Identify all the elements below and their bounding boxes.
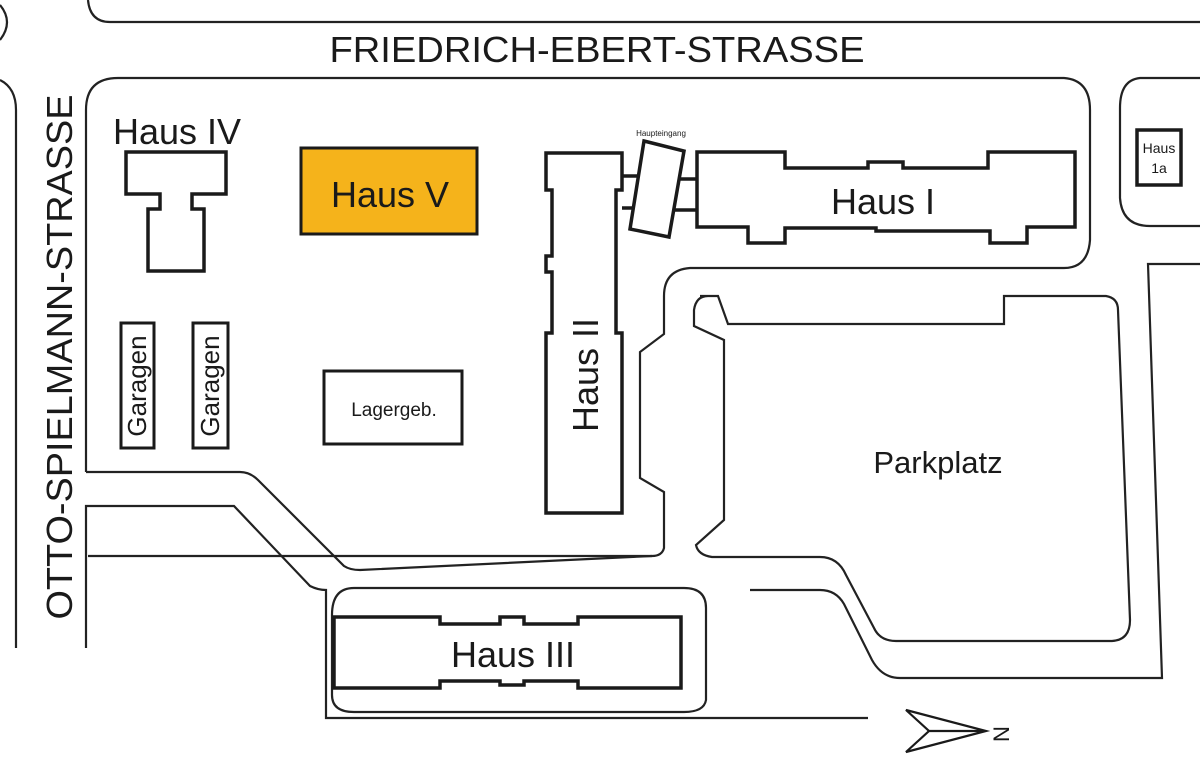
compass-north-arrow: N [905, 708, 1014, 754]
building-garage-1[interactable] [119, 321, 156, 450]
label-haus-i: Haus I [831, 181, 935, 222]
building-haus-v[interactable] [299, 146, 479, 236]
haus-iii-block [330, 586, 708, 714]
label-haus-1a-line2: 1a [1151, 160, 1167, 176]
road-edge-top [86, 0, 1200, 24]
building-haus-ii[interactable] [544, 151, 624, 515]
south-drive [750, 262, 1200, 680]
label-haus-iii: Haus III [451, 634, 575, 675]
road-edge-left-outer [0, 79, 18, 648]
label-haus-ii: Haus II [565, 318, 606, 432]
label-haus-iv: Haus IV [113, 111, 241, 152]
courtyard-edge [86, 470, 653, 572]
label-parkplatz: Parkplatz [873, 445, 1002, 480]
label-garage-2: Garagen [195, 335, 225, 436]
building-haus-1a[interactable] [1135, 128, 1183, 187]
building-haus-iii[interactable] [332, 615, 683, 690]
building-lager[interactable] [322, 369, 464, 446]
label-haus-1a-line1: Haus [1143, 140, 1176, 156]
connector-east [672, 177, 697, 212]
label-haus-v: Haus V [331, 174, 449, 215]
building-garage-2[interactable] [191, 321, 230, 450]
road-outlines [0, 0, 1200, 720]
label-haupteingang: Haupteingang [636, 129, 686, 138]
label-garage-1: Garagen [122, 335, 152, 436]
compass-label: N [989, 726, 1014, 742]
north-arrow-icon [905, 708, 991, 754]
label-street-west: OTTO-SPIELMANN-STRASSE [39, 95, 80, 620]
road-edge-top-left [0, 4, 9, 41]
building-haupteingang[interactable] [628, 138, 687, 240]
building-haus-iv[interactable] [124, 150, 228, 273]
label-lager: Lagergeb. [351, 400, 437, 421]
building-haus-i[interactable] [695, 150, 1077, 245]
main-block-outline [84, 76, 1092, 720]
label-street-north: FRIEDRICH-EBERT-STRASSE [330, 29, 865, 70]
haus-1a-block [1118, 76, 1200, 228]
parkplatz-outline [692, 294, 1132, 643]
